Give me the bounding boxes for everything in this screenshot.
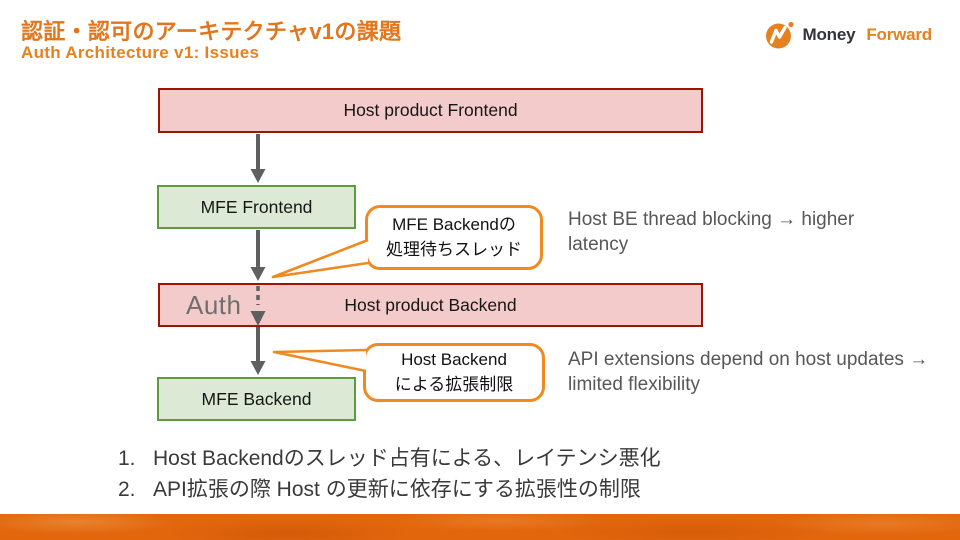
slide-title-en: Auth Architecture v1: Issues: [21, 43, 260, 62]
slide-title-ja: 認証・認可のアーキテクチャv1の課題: [21, 19, 402, 44]
issue-item-1: 1. Host Backendのスレッド占有による、レイテンシ悪化: [118, 443, 661, 474]
arrowhead-hostbe-to-mfebe: [250, 361, 266, 375]
arrowhead-mfefe-to-hostbe: [250, 267, 266, 281]
issues-list: 1. Host Backendのスレッド占有による、レイテンシ悪化 2. API…: [118, 443, 661, 505]
callout-mfe-backend-wait-thread: MFE Backendの 処理待ちスレッド: [365, 205, 543, 270]
callout-1-line-2: 処理待ちスレッド: [386, 239, 522, 259]
box-host-product-backend-label: Host product Backend: [344, 294, 517, 315]
callout-2-tail: [272, 348, 367, 373]
callout-1-line-1: MFE Backendの: [392, 215, 516, 235]
footer-accent-bar: [0, 514, 960, 540]
issue-item-2: 2. API拡張の際 Host の更新に依存にする拡張性の制限: [118, 474, 661, 505]
box-mfe-backend: MFE Backend: [157, 377, 356, 421]
money-forward-mark-icon: [766, 21, 795, 49]
callout-2-line-2: による拡張制限: [394, 374, 514, 394]
callout-2-line-1: Host Backend: [401, 350, 507, 370]
callout-1-tail: [271, 238, 369, 279]
logo-word-forward: Forward: [866, 25, 932, 44]
box-mfe-frontend: MFE Frontend: [157, 185, 356, 229]
issue-1-text: Host Backendのスレッド占有による、レイテンシ悪化: [153, 447, 661, 470]
logo-word-money: Money: [802, 25, 856, 44]
issue-2-text: API拡張の際 Host の更新に依存にする拡張性の制限: [153, 478, 641, 501]
box-mfe-frontend-label: MFE Frontend: [200, 196, 313, 217]
box-host-product-frontend: Host product Frontend: [158, 88, 703, 133]
auth-label: Auth: [186, 289, 242, 320]
issue-1-number: 1.: [118, 447, 136, 470]
callout-host-backend-extension-limit: Host Backend による拡張制限: [363, 343, 545, 402]
money-forward-logo: Money Forward: [765, 20, 932, 50]
box-host-product-frontend-label: Host product Frontend: [343, 100, 518, 120]
box-host-product-backend: Auth Host product Backend: [158, 283, 703, 327]
issue-2-number: 2.: [118, 478, 136, 501]
arrowhead-hostfe-to-mfefe: [250, 169, 266, 183]
annotation-thread-blocking: Host BE thread blocking → higher latency: [568, 209, 855, 256]
box-mfe-backend-label: MFE Backend: [201, 388, 312, 409]
annotation-api-extensions: API extensions depend on host updates → …: [568, 349, 929, 396]
